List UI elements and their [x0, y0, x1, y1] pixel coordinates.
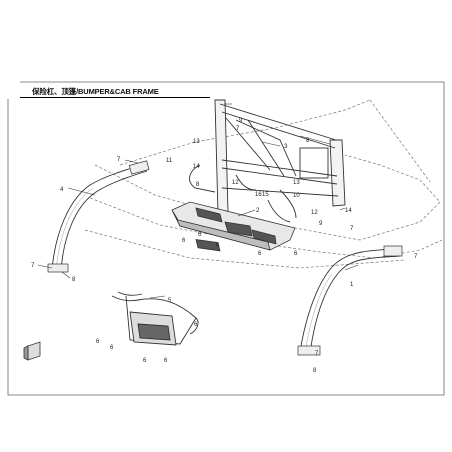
- leader-lines: [37, 103, 400, 299]
- callout-6g: 6: [110, 345, 114, 351]
- callout-11: 11: [166, 158, 173, 164]
- part-4-front-tube: [47, 160, 150, 273]
- part-1-rear-tube: [297, 245, 403, 356]
- callout-1: 1: [350, 282, 354, 288]
- callout-6f: 6: [96, 339, 100, 345]
- part-5-lower-bumper: [111, 291, 199, 346]
- callout-9a: 9: [239, 118, 243, 124]
- part-2-bumper-plate: [171, 201, 296, 252]
- callout-7a: 7: [117, 157, 121, 163]
- callout-15: 15: [262, 192, 269, 198]
- callout-6a: 6: [182, 238, 186, 244]
- callout-4: 4: [60, 187, 64, 193]
- callout-13b: 13: [293, 180, 300, 186]
- callout-8b: 8: [306, 138, 310, 144]
- callout-3: 3: [284, 144, 288, 150]
- diagram-border: [7, 81, 445, 396]
- callout-12a: 12: [232, 180, 239, 186]
- callout-6b: 6: [198, 232, 202, 238]
- callout-8a: 8: [72, 277, 76, 283]
- callout-6i: 6: [164, 358, 168, 364]
- callout-6e: 6: [294, 251, 298, 257]
- callout-6j: 6: [194, 322, 198, 328]
- callout-10: 10: [293, 193, 300, 199]
- diagram-title: 保险杠、顶篷/BUMPER&CAB FRAME: [32, 87, 159, 96]
- callout-12b: 12: [311, 210, 318, 216]
- iso-view-icon: [23, 341, 41, 361]
- callout-6d: 6: [258, 251, 262, 257]
- callout-7f: 7: [315, 351, 319, 357]
- callout-14b: 14: [345, 208, 352, 214]
- callout-7b: 7: [31, 263, 35, 269]
- part-3-cab-frame: [189, 99, 346, 223]
- callout-7e: 7: [414, 254, 418, 260]
- callout-7d: 7: [350, 226, 354, 232]
- callout-5: 5: [168, 298, 172, 304]
- callout-8c: 8: [196, 182, 200, 188]
- phantom-cab-outline: [84, 99, 443, 269]
- callout-6c: 6: [216, 243, 220, 249]
- callout-6h: 6: [143, 358, 147, 364]
- callout-14a: 14: [193, 164, 200, 170]
- diagram-title-bar: 保险杠、顶篷/BUMPER&CAB FRAME: [20, 86, 210, 98]
- callout-16: 16: [255, 192, 262, 198]
- callout-8d: 8: [313, 368, 317, 374]
- callout-9b: 9: [319, 221, 323, 227]
- callout-numbers: 1 2 3 4 5 6 6 6 6 6 6 6 6 6 6 7 7 7 7 7 …: [31, 118, 418, 374]
- callout-13a: 13: [193, 139, 200, 145]
- callout-2: 2: [256, 208, 260, 214]
- callout-7c: 7: [236, 126, 240, 132]
